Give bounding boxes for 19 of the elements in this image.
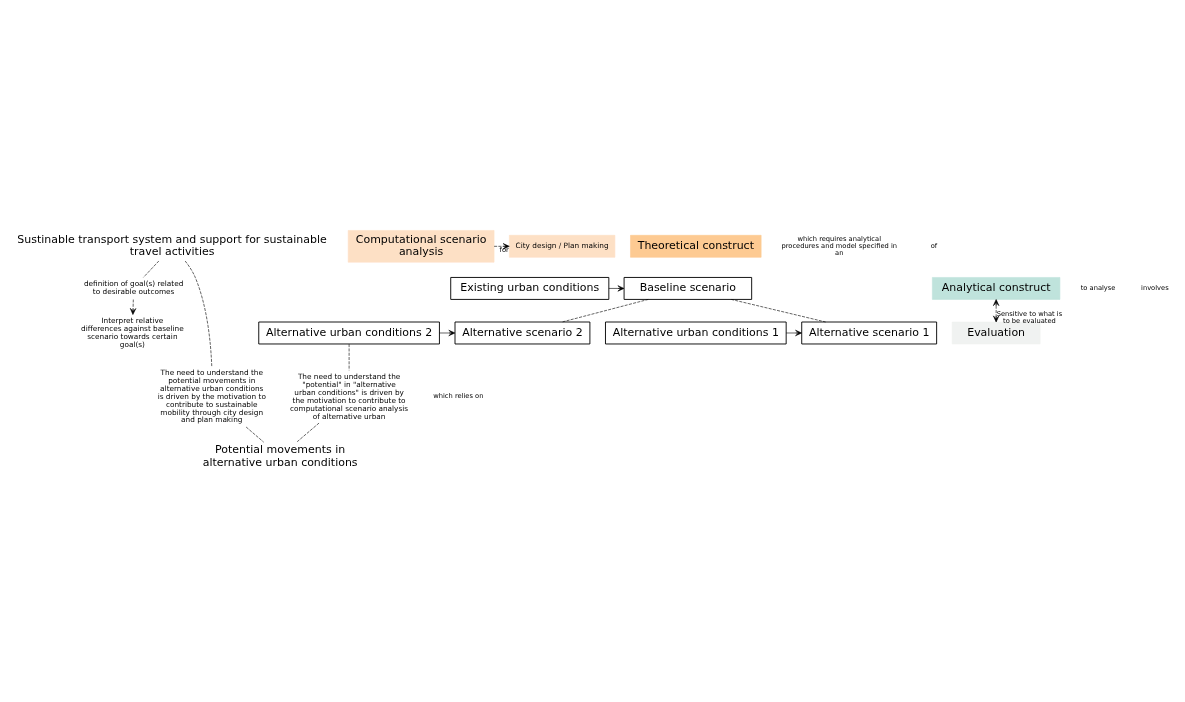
arrow [785, 329, 802, 337]
arrow [439, 329, 456, 337]
arrow [993, 299, 1000, 323]
node-box: Existing urban conditions [450, 277, 610, 300]
node-box: Baseline scenario [623, 277, 753, 300]
arrow [608, 285, 625, 292]
node-text: Sustinable transport system and support for sustainable travel activities [17, 232, 327, 259]
node-box: Computational scenario analysis [347, 230, 495, 263]
arrow [130, 299, 137, 315]
arrow [493, 243, 510, 250]
connector [562, 299, 649, 323]
node-box: Theoretical construct [630, 235, 762, 258]
node-box: Analytical construct [932, 277, 1061, 300]
connector [731, 299, 826, 323]
node-box: Alternative urban conditions 1 [605, 321, 787, 345]
node-box: Alternative scenario 2 [454, 321, 591, 345]
node-box: Alternative urban conditions 2 [258, 321, 440, 345]
node-box: Alternative scenario 1 [801, 321, 938, 345]
node-text: Potential movements in alternative urban conditions [202, 443, 358, 469]
